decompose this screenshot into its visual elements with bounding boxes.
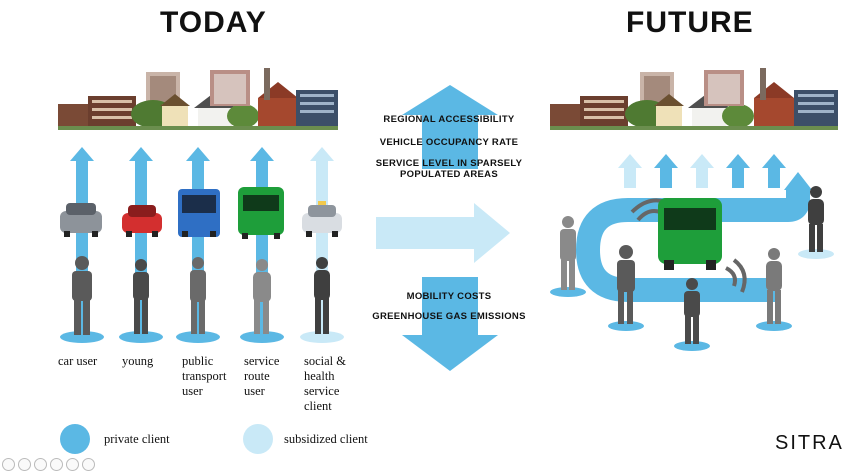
legend-private-swatch <box>60 424 90 454</box>
up-arrow-icon <box>129 147 153 337</box>
future-scene <box>550 154 834 351</box>
center-arrows <box>376 85 510 371</box>
next-slide-icon[interactable] <box>18 458 31 471</box>
down-arrow-icon <box>402 277 498 371</box>
van-icon <box>658 198 722 270</box>
metric-regional-accessibility: REGIONAL ACCESSIBILITY <box>383 114 515 125</box>
legend-subsidized-swatch <box>243 424 273 454</box>
person-icon <box>560 216 576 290</box>
metric-vehicle-occupancy: VEHICLE OCCUPANCY RATE <box>379 137 519 148</box>
car-icon <box>122 205 162 237</box>
person-icon <box>684 278 700 344</box>
metric-sparsely-populated: POPULATED AREAS <box>400 169 498 180</box>
person-icon <box>617 245 635 324</box>
up-arrow-icon <box>762 154 786 188</box>
up-arrow-icon <box>402 85 498 169</box>
skyline-left-icon <box>58 68 338 130</box>
person-icon <box>190 257 206 334</box>
sitra-logo: SITRA <box>775 432 844 454</box>
car-icon <box>60 203 102 237</box>
up-arrow-icon <box>726 154 750 188</box>
metric-greenhouse-gas: GREENHOUSE GAS EMISSIONS <box>372 311 526 322</box>
person-icon <box>133 259 149 334</box>
person-icon <box>72 256 92 335</box>
zoom-icon[interactable] <box>66 458 79 471</box>
label-car-user: car user <box>58 354 98 368</box>
person-icon <box>314 257 330 334</box>
label-public-transport-user: public transport user <box>182 354 227 398</box>
future-title: FUTURE <box>626 6 754 39</box>
person-icon <box>808 186 824 252</box>
van-icon <box>238 187 284 239</box>
today-title: TODAY <box>160 6 267 39</box>
presentation-toolbar <box>2 458 95 471</box>
slides-icon[interactable] <box>50 458 63 471</box>
legend-subsidized-label: subsidized client <box>284 432 368 446</box>
prev-slide-icon[interactable] <box>2 458 15 471</box>
up-arrow-icon <box>690 154 714 188</box>
skyline-right-icon <box>550 68 838 130</box>
metric-service-level: SERVICE LEVEL IN SPARSELY <box>375 158 523 169</box>
up-arrow-icon <box>70 147 94 337</box>
up-arrow-icon <box>654 154 678 188</box>
today-columns <box>60 147 344 343</box>
bus-icon <box>178 189 220 237</box>
right-arrow-icon <box>376 203 510 263</box>
label-young: young <box>122 354 154 368</box>
loop-arrow-icon <box>575 190 810 302</box>
up-arrow-icon <box>250 147 274 337</box>
person-icon <box>253 259 271 334</box>
up-arrow-light-icon <box>310 147 334 337</box>
person-icon <box>766 248 782 324</box>
wifi-signal-icon <box>725 266 737 287</box>
label-service-route-user: service route user <box>244 354 280 398</box>
more-icon[interactable] <box>82 458 95 471</box>
taxi-icon <box>302 201 342 237</box>
label-social-health-client: social & health service client <box>304 354 347 413</box>
up-arrow-icon <box>186 147 210 337</box>
pen-icon[interactable] <box>34 458 47 471</box>
up-arrow-icon <box>618 154 642 188</box>
metric-mobility-costs: MOBILITY COSTS <box>406 291 492 302</box>
legend-private-label: private client <box>104 432 170 446</box>
